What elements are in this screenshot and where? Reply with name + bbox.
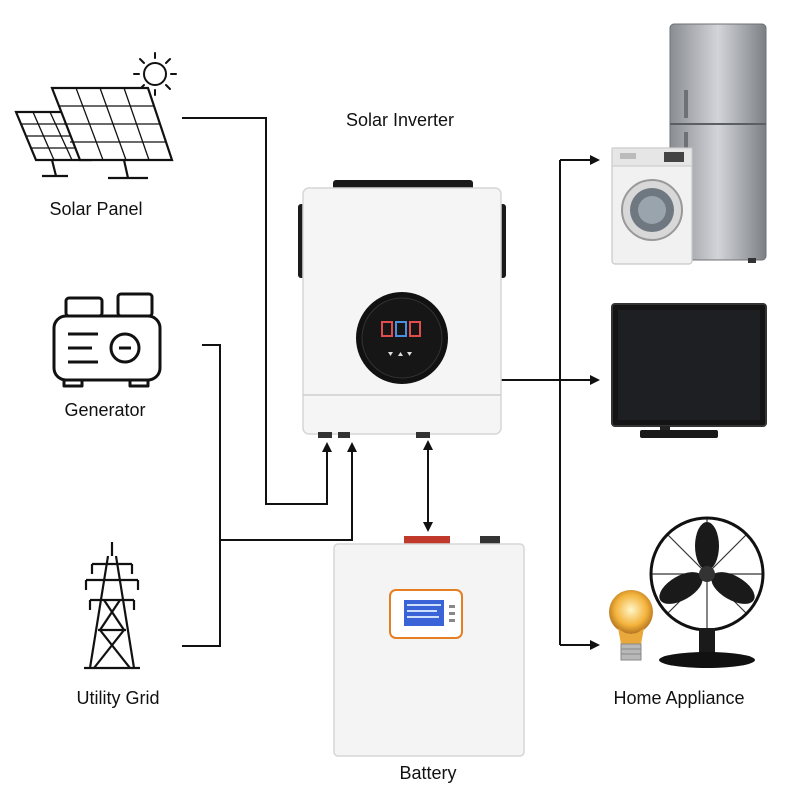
battery-icon: [333, 536, 525, 757]
television-icon: [611, 303, 767, 438]
pylon-icon: [84, 542, 140, 670]
sun-icon: [133, 52, 177, 96]
solar-to-inverter-line: [182, 117, 332, 505]
solar-panel-icon: [14, 86, 174, 180]
inverter-icon: [298, 180, 506, 438]
home-appliance-label: Home Appliance: [613, 688, 744, 708]
generator-line: [182, 344, 221, 647]
solar-panel-label: Solar Panel: [49, 199, 142, 219]
connection-lines: [182, 117, 600, 650]
battery-label: Battery: [399, 763, 456, 783]
utility-grid-label: Utility Grid: [76, 688, 159, 708]
grid-to-inverter-line: [220, 442, 357, 541]
solar-inverter-label: Solar Inverter: [346, 110, 454, 130]
fan-icon: [649, 516, 765, 668]
generator-label: Generator: [64, 400, 145, 420]
washing-machine-icon: [611, 147, 693, 265]
generator-icon: [52, 292, 162, 388]
light-bulb-icon: [609, 590, 653, 661]
